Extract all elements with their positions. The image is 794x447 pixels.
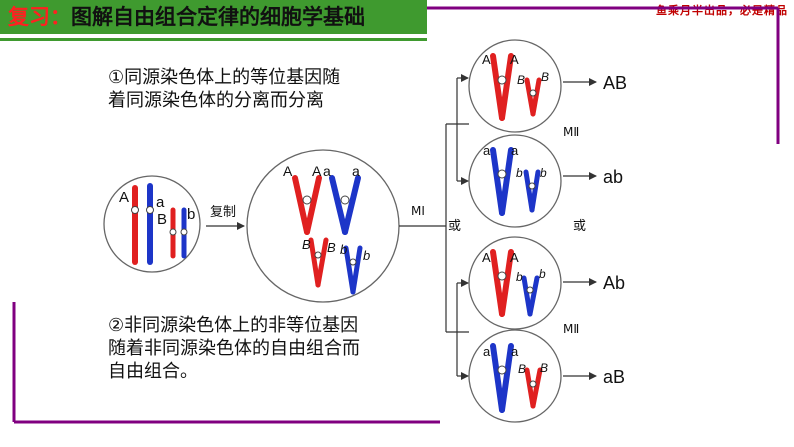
centromere <box>169 228 177 236</box>
gene-label-A: A <box>510 250 519 265</box>
gamete-cell-Ab <box>468 236 562 330</box>
title-text: 图解自由组合定律的细胞学基础 <box>71 5 365 29</box>
gamete-cell-ab <box>468 134 562 228</box>
gene-label-B: B <box>518 362 526 376</box>
gene-label-B: B <box>327 240 336 255</box>
gene-label-B: B <box>517 73 525 87</box>
gamete-chromosomes-aB: a a B B <box>483 343 548 413</box>
gene-label-a: a <box>511 143 519 158</box>
gene-label-a: a <box>483 344 491 359</box>
meiosis2-label: MⅡ <box>563 125 579 139</box>
gene-label-b: b <box>363 248 370 263</box>
gene-label-b: b <box>516 166 523 180</box>
gene-label-A: A <box>312 163 322 179</box>
or-label: 或 <box>573 219 586 234</box>
note-1-line-1: ①同源染色体上的等位基因随 <box>108 67 341 88</box>
gene-label-a: a <box>483 143 491 158</box>
note-2-line-2: 随着非同源染色体的自由组合而 <box>108 338 360 359</box>
gene-label-b: b <box>187 206 195 223</box>
header-bar: 复习：图解自由组合定律的细胞学基础 <box>0 0 427 34</box>
gamete-chromosomes-ab: a a b b <box>483 143 547 216</box>
gene-label-B: B <box>541 70 549 84</box>
gene-label-a: a <box>156 194 165 211</box>
gamete-outputs: AB ab Ab aB <box>563 73 627 387</box>
gene-label-A: A <box>119 189 129 206</box>
note-1-line-2: 着同源染色体的分离而分离 <box>108 90 324 111</box>
parent-cell <box>103 175 201 273</box>
gene-label-B: B <box>302 237 311 252</box>
or-label: 或 <box>448 219 461 234</box>
gene-label-B: B <box>157 211 167 228</box>
gene-label-b: b <box>540 166 547 180</box>
replicated-chromosomes: A A a a B B b b <box>283 163 370 295</box>
centromere <box>146 206 154 214</box>
meiosis1-connector <box>399 74 469 380</box>
gamete-chromosomes-Ab: A A b b <box>482 249 546 317</box>
gene-label-b: b <box>516 270 523 284</box>
header-rule <box>0 38 427 41</box>
gamete-cell-AB <box>468 39 562 133</box>
meiosis1-label: MⅠ <box>411 204 425 218</box>
gene-label-a: a <box>511 344 519 359</box>
gamete-cell-aB <box>468 329 562 423</box>
gene-label-a: a <box>323 163 331 179</box>
centromere <box>180 228 188 236</box>
gene-label-b: b <box>539 267 546 281</box>
gamete-chromosomes-AB: A A B B <box>482 52 549 121</box>
gene-label-b: b <box>340 242 347 257</box>
title-prefix: 复习： <box>8 5 71 29</box>
page-title: 复习：图解自由组合定律的细胞学基础 <box>8 3 365 31</box>
parent-chromosomes: A a B b <box>119 183 195 265</box>
gamete-label-ab: ab <box>603 167 623 187</box>
gene-label-A: A <box>482 52 491 67</box>
gene-label-a: a <box>352 163 360 179</box>
gene-label-A: A <box>283 163 293 179</box>
gamete-label-Ab: Ab <box>603 273 625 293</box>
gene-label-A: A <box>510 52 519 67</box>
note-2-line-1: ②非同源染色体上的非等位基因 <box>108 315 359 336</box>
gene-label-A: A <box>482 250 491 265</box>
gamete-label-aB: aB <box>603 367 625 387</box>
centromere <box>131 206 139 214</box>
gamete-label-AB: AB <box>603 73 627 93</box>
note-2-line-3: 自由组合。 <box>108 361 198 382</box>
slide-frame <box>12 6 780 424</box>
meiosis2-label: MⅡ <box>563 322 579 336</box>
gene-label-B: B <box>540 361 548 375</box>
replication-label: 复制 <box>210 205 236 220</box>
